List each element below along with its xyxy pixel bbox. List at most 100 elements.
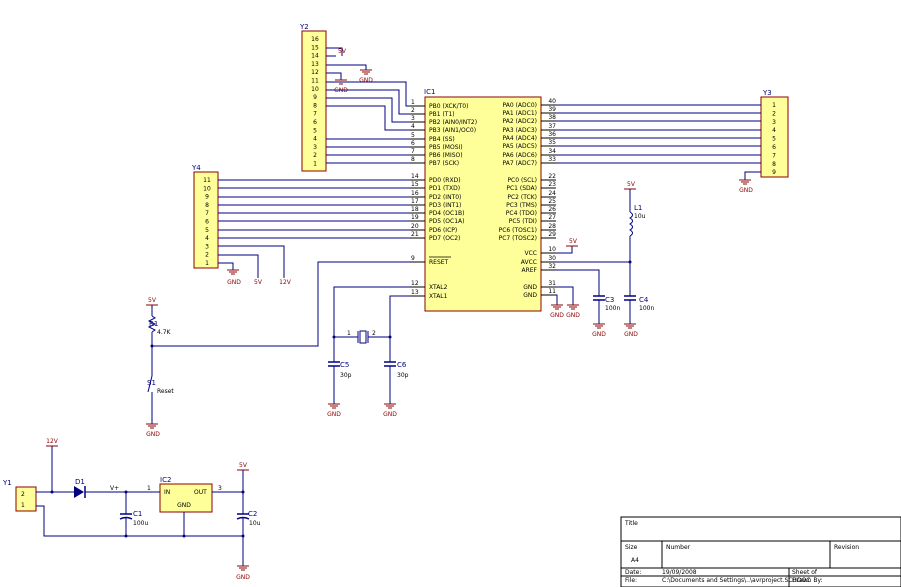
ic1-right-pin-num: 27	[548, 214, 556, 221]
c6-ref: C6	[397, 361, 407, 369]
ic1-pin-reset-num: 9	[411, 255, 415, 262]
ic1-left-pin-name: PB6 (MISO)	[429, 152, 463, 159]
y2-pin-num: 14	[311, 53, 319, 60]
capacitor-c4: GND C4 100n	[624, 295, 654, 338]
y4-body	[193, 171, 219, 269]
y2-pin-num: 3	[313, 144, 317, 151]
c4-ref: C4	[639, 296, 649, 304]
y2-pin-num: 6	[313, 119, 317, 126]
ic1-left-pin-name: PD5 (OC1A)	[429, 218, 464, 225]
y4-pin-num: 1	[205, 260, 209, 267]
ic1-power-pin-name: VCC	[525, 250, 537, 257]
ic1-right-pin-num: 37	[548, 123, 556, 130]
c2-value: 10u	[249, 520, 261, 527]
tb-file-label: File:	[625, 577, 637, 584]
tb-revision-label: Revision	[834, 544, 859, 551]
ic1-pin-xtal1-num: 13	[411, 289, 419, 296]
reset-circuit: 5V R1 4.7K S1 Reset GND	[146, 261, 410, 438]
y2-pin-num: 1	[313, 161, 317, 168]
y2-pin-num: 11	[311, 78, 319, 85]
ic1-left-pin-num: 2	[411, 107, 415, 114]
l1-value: 10u	[634, 213, 646, 220]
ic1-left-pin-num: 16	[411, 190, 419, 197]
ic1-left-pin-num: 8	[411, 156, 415, 163]
y3-pin-num: 1	[772, 102, 776, 109]
ic1-power-pin-num: 10	[548, 246, 556, 253]
ic1-left-pin-name: PB1 (T1)	[429, 111, 455, 118]
ic1-right-pin-num: 23	[548, 181, 556, 188]
capacitor-c3: GND C3 100n	[592, 295, 620, 338]
ic1-left-pin-name: PB0 (XCK/T0)	[429, 103, 468, 110]
y2-pin-num: 2	[313, 152, 317, 159]
tb-size-label: Size	[625, 544, 638, 551]
ic1-right-pin-name: PC1 (SDA)	[506, 185, 537, 192]
ic1-left-pin-num: 15	[411, 181, 419, 188]
s1-ref: S1	[147, 379, 156, 387]
c3-ref: C3	[605, 296, 614, 304]
ic1-right-pin-num: 35	[548, 139, 556, 146]
d1-ref: D1	[75, 478, 85, 486]
ic1-power-pin-name: AVCC	[521, 259, 537, 266]
y2-pin-num: 4	[313, 136, 317, 143]
y3-pin-num: 6	[772, 144, 776, 151]
ic1-right-pin-num: 34	[548, 148, 556, 155]
ic1-right-pin-num: 33	[548, 156, 556, 163]
ic1-left-pin-num: 1	[411, 99, 415, 106]
ic1-right-pin-num: 26	[548, 206, 556, 213]
y2-pin-num: 7	[313, 111, 317, 118]
y4-pin-num: 11	[203, 177, 211, 184]
ic1-right-pin-name: PA6 (ADC6)	[503, 152, 537, 159]
ic1-ref: IC1	[424, 88, 435, 96]
y4-12v-label: 12V	[279, 279, 292, 286]
ic2-in: IN	[164, 489, 170, 496]
y3-pin-num: 8	[772, 161, 776, 168]
y2-ref: Y2	[299, 23, 309, 31]
ic1-left-pin-name: PB7 (SCK)	[429, 160, 459, 167]
ic1-right-pin-num: 36	[548, 131, 556, 138]
ic1-pin-xtal2-name: XTAL2	[429, 284, 448, 291]
r1-value: 4.7K	[157, 329, 172, 336]
ic1-right-pin-name: PA0 (ADC0)	[503, 102, 537, 109]
ic2-pin1: 1	[147, 485, 151, 492]
ic1-left-pin-name: PD3 (INT1)	[429, 202, 461, 209]
ic1-power-pin-num: 30	[548, 255, 556, 262]
y2-pin-num: 12	[311, 69, 319, 76]
ic2-pin3: 3	[218, 485, 222, 492]
s1-value: Reset	[157, 388, 174, 395]
ic1-right-pin-num: 29	[548, 231, 556, 238]
ic1-right-pin-name: PA1 (ADC1)	[503, 110, 537, 117]
ic1-pin-xtal2-num: 12	[411, 280, 419, 287]
y2-pin-num: 16	[311, 36, 319, 43]
c5-ref: C5	[340, 361, 349, 369]
c5-gnd-label: GND	[327, 411, 341, 418]
ic1-left-pin-name: PD7 (OC2)	[429, 235, 460, 242]
crystal-pin1: 1	[347, 330, 351, 337]
c5-value: 30p	[340, 372, 352, 379]
y3-gnd-label: GND	[739, 187, 753, 194]
ic1-left-pin-name: PD0 (RXD)	[429, 177, 461, 184]
ic1-left-pin-num: 7	[411, 148, 415, 155]
ic1-left-pin-name: PD6 (ICP)	[429, 227, 457, 234]
r1-ref: R1	[149, 320, 158, 328]
y2-pin-num: 8	[313, 102, 317, 109]
tb-sheet-label: Sheet of	[792, 569, 818, 576]
y3-pin-num: 9	[772, 169, 776, 176]
ic1-right-pin-name: PC7 (TOSC2)	[499, 235, 537, 242]
y3-pin-num: 5	[772, 136, 776, 143]
ic1-body	[424, 96, 542, 312]
ic1-power-wiring: 5V GND GND	[550, 238, 632, 319]
vplus-label: V+	[110, 485, 119, 492]
ic2-out: OUT	[194, 489, 207, 496]
power-supply: Y1 2 1 12V D1 V+ 1 IC2 IN OUT GND 3 5V	[2, 438, 261, 581]
ic1-left-pin-num: 21	[411, 231, 419, 238]
y2-gnd2-label: GND	[359, 77, 373, 84]
y1-pin1: 1	[21, 502, 25, 509]
ic1-power-pin-name: GND	[523, 284, 537, 291]
ic1-left-pin-num: 6	[411, 140, 415, 147]
ic1-right-pin-name: PC2 (TCK)	[507, 194, 537, 201]
